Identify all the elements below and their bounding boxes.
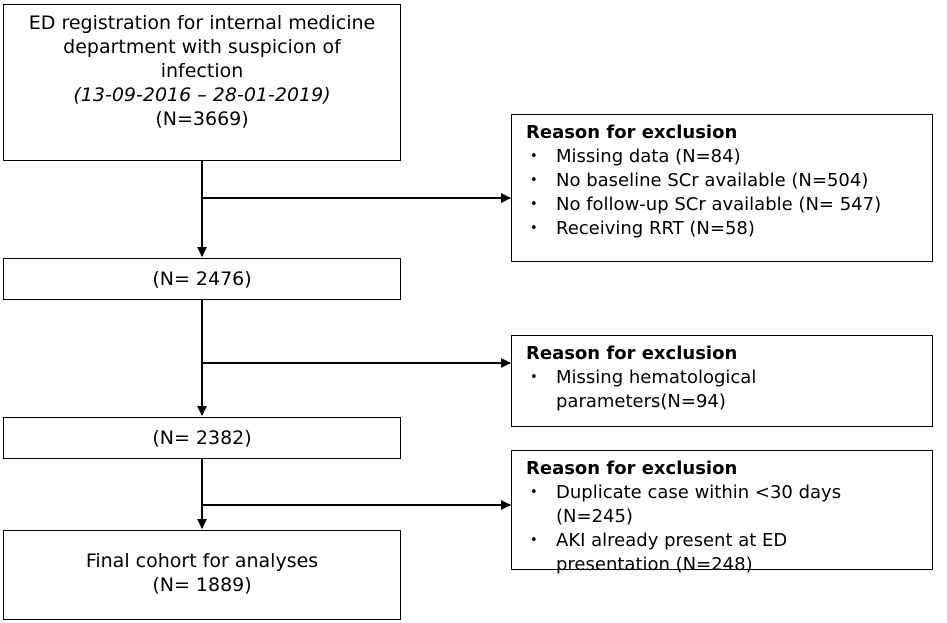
stage-initial-line-1: ED registration for internal medicine: [28, 12, 376, 34]
stage-initial-date-range: (13-09-2016 – 28-01-2019): [73, 84, 331, 106]
exclusion-1-item: No follow-up SCr available (N= 547): [526, 193, 924, 217]
exclusion-1-list: Missing data (N=84) No baseline SCr avai…: [526, 145, 924, 241]
exclusion-2-list: Missing hematological parameters(N=94): [526, 366, 924, 414]
exclusion-3-list: Duplicate case within <30 days (N=245) A…: [526, 481, 924, 577]
stage-box-3: (N= 2382): [3, 417, 401, 459]
exclusion-3-item: Duplicate case within <30 days (N=245): [526, 481, 886, 529]
stage-initial-count: (N=3669): [155, 108, 249, 130]
exclusion-1-item: Missing data (N=84): [526, 145, 924, 169]
stage-3-count: (N= 2382): [152, 427, 252, 449]
exclusion-box-3: Reason for exclusion Duplicate case with…: [511, 450, 933, 575]
stage-initial-line-2: department with suspicion of: [63, 36, 341, 58]
stage-initial-line-3: infection: [160, 60, 244, 82]
stage-box-final: Final cohort for analyses (N= 1889): [3, 530, 401, 620]
exclusion-1-item: Receiving RRT (N=58): [526, 217, 924, 241]
exclusion-3-item: AKI already present at ED presentation (…: [526, 529, 886, 577]
exclusion-2-item: Missing hematological parameters(N=94): [526, 366, 786, 414]
stage-2-count: (N= 2476): [152, 268, 252, 290]
exclusion-1-title: Reason for exclusion: [526, 122, 738, 143]
stage-final-count: (N= 1889): [152, 574, 252, 596]
stage-box-initial: ED registration for internal medicine de…: [3, 4, 401, 161]
stage-box-2: (N= 2476): [3, 258, 401, 300]
exclusion-box-1: Reason for exclusion Missing data (N=84)…: [511, 114, 933, 262]
exclusion-box-2: Reason for exclusion Missing hematologic…: [511, 335, 933, 427]
exclusion-2-title: Reason for exclusion: [526, 343, 738, 364]
exclusion-1-item: No baseline SCr available (N=504): [526, 169, 924, 193]
exclusion-3-title: Reason for exclusion: [526, 458, 738, 479]
stage-final-label: Final cohort for analyses: [85, 550, 319, 572]
